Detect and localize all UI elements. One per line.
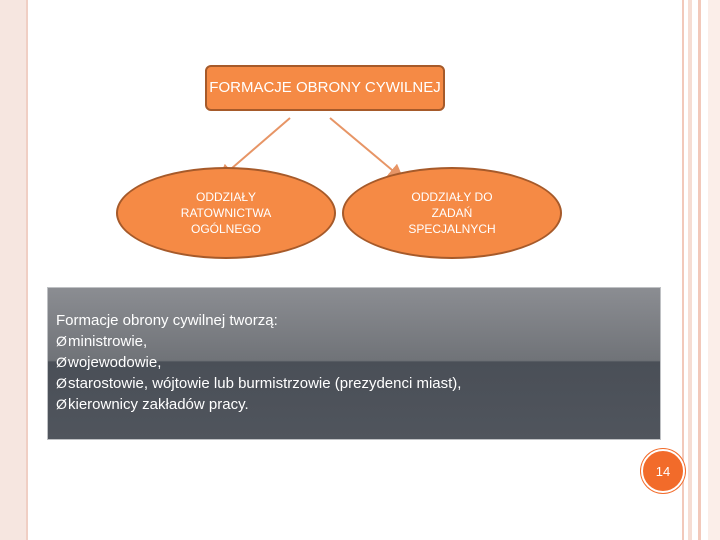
list-item: Ø ministrowie,	[56, 331, 652, 352]
arrow-bullet-icon: Ø	[56, 396, 67, 412]
child-node-special-tasks: ODDZIAŁY DO ZADAŃ SPECJALNYCH	[342, 167, 562, 259]
child-node-general-rescue: ODDZIAŁY RATOWNICTWA OGÓLNEGO	[116, 167, 336, 259]
slide-number: 14	[655, 463, 671, 479]
list-item: Ø kierownicy zakładów pracy.	[56, 394, 652, 415]
arrow-bullet-icon: Ø	[56, 333, 67, 349]
list-item-text: wojewodowie,	[68, 354, 162, 371]
root-node: FORMACJE OBRONY CYWILNEJ	[205, 65, 445, 111]
slide-number-badge: 14	[641, 449, 685, 493]
root-node-label: FORMACJE OBRONY CYWILNEJ	[209, 79, 441, 96]
list-item-text: ministrowie,	[68, 333, 148, 350]
info-list: Ø ministrowie, Ø wojewodowie, Ø starosto…	[56, 331, 652, 415]
right-decor-line-2	[688, 0, 692, 540]
left-decor-band	[0, 0, 26, 540]
info-heading: Formacje obrony cywilnej tworzą:	[56, 312, 278, 329]
list-item: Ø starostowie, wójtowie lub burmistrzowi…	[56, 373, 652, 394]
child-node-label: ODDZIAŁY DO ZADAŃ SPECJALNYCH	[408, 190, 496, 236]
arrow-bullet-icon: Ø	[56, 354, 67, 370]
list-item-text: starostowie, wójtowie lub burmistrzowie …	[68, 375, 462, 392]
right-decor-band	[708, 0, 720, 540]
arrow-bullet-icon: Ø	[56, 375, 67, 391]
right-decor-line-1	[682, 0, 684, 540]
left-decor-line	[26, 0, 28, 540]
list-item: Ø wojewodowie,	[56, 352, 652, 373]
list-item-text: kierownicy zakładów pracy.	[68, 396, 249, 413]
info-box: Formacje obrony cywilnej tworzą: Ø minis…	[47, 287, 661, 440]
connector-root-to-left	[217, 117, 291, 181]
connector-root-to-right	[329, 117, 405, 181]
right-decor-line-3	[698, 0, 701, 540]
child-node-label: ODDZIAŁY RATOWNICTWA OGÓLNEGO	[180, 190, 272, 236]
